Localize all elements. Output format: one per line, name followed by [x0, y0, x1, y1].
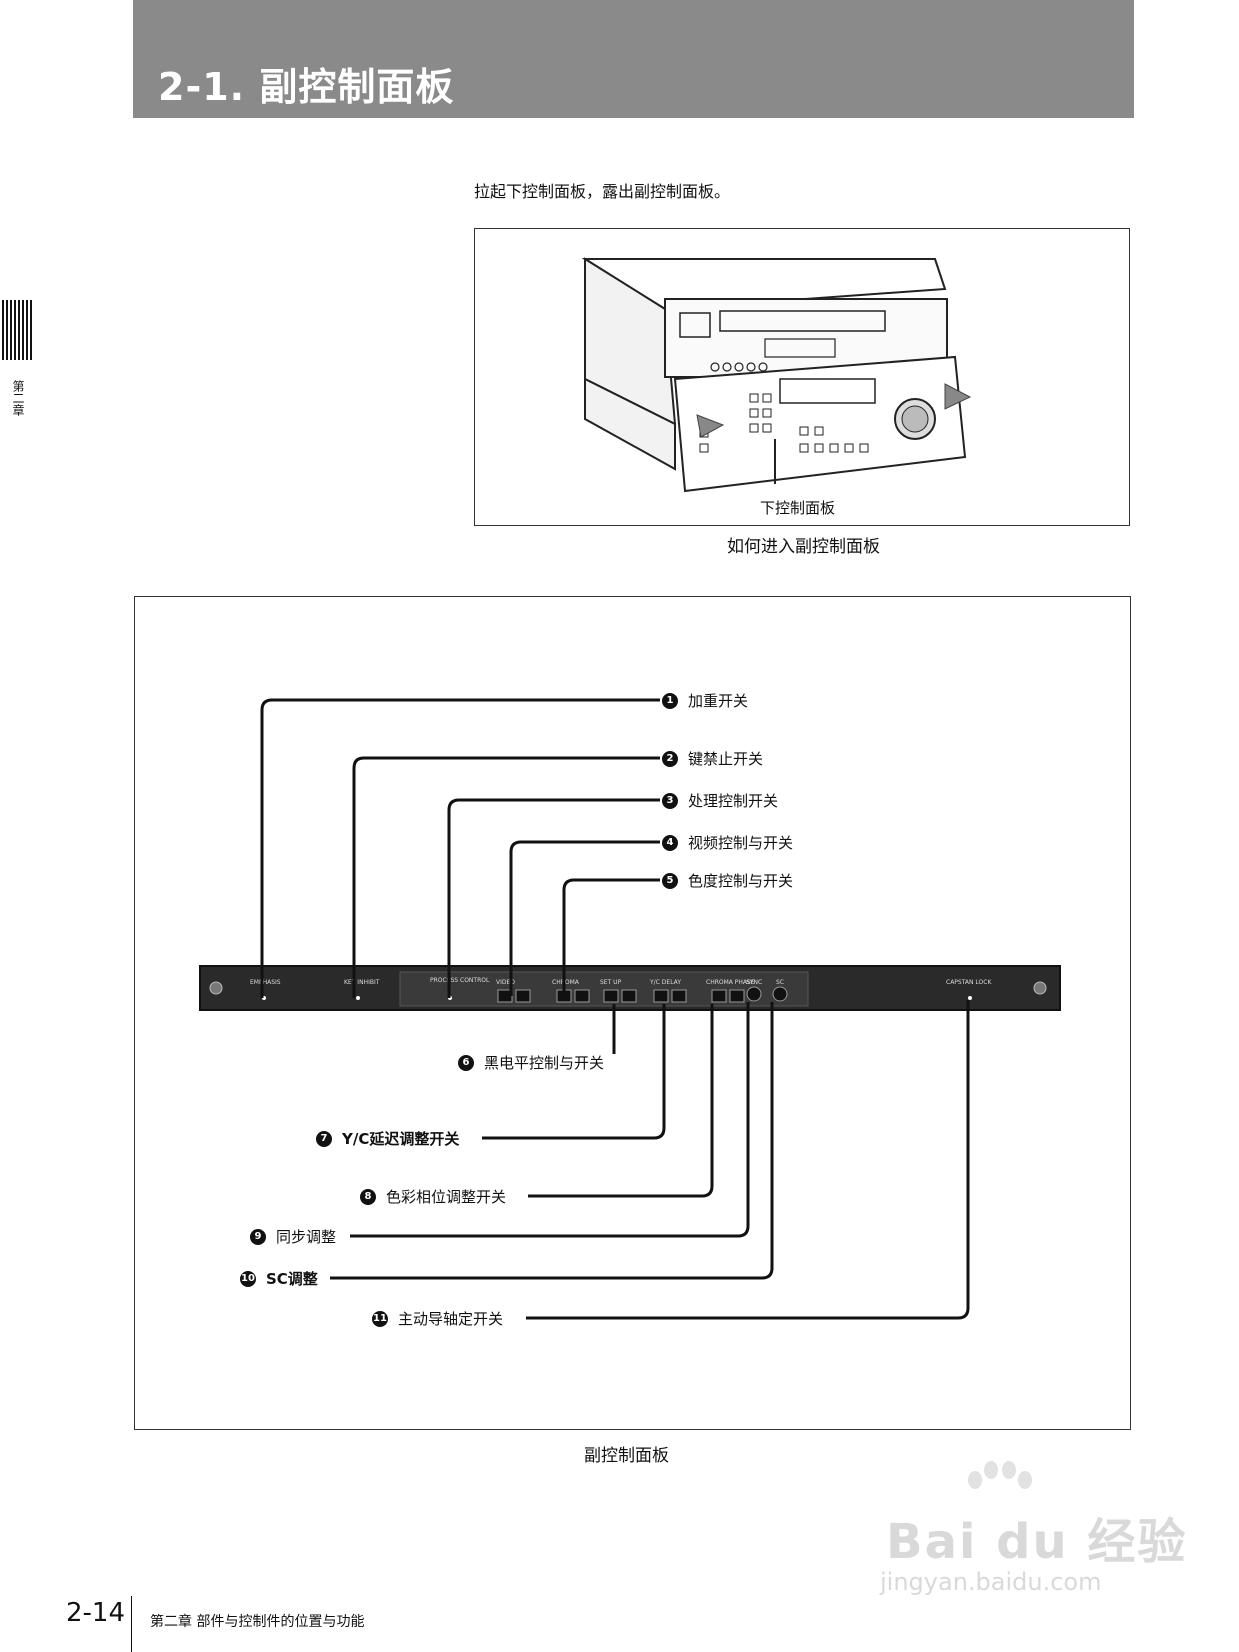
- callout-label-key-inhibit: 键禁止开关: [688, 750, 764, 768]
- panel-label-sc: SC: [776, 979, 784, 986]
- callout-number-7: 7: [316, 1130, 332, 1147]
- intro-text: 拉起下控制面板，露出副控制面板。: [474, 182, 731, 201]
- leader-line-8: [528, 1004, 714, 1198]
- callout-number-11: 11: [372, 1310, 388, 1327]
- page-title: 2-1. 副控制面板: [158, 65, 455, 109]
- right-screw-icon: [1033, 981, 1047, 995]
- callout-1: 1 加重开关: [662, 690, 748, 711]
- leader-line-7: [482, 1004, 666, 1140]
- callout-label-process-control: 处理控制开关: [688, 792, 779, 810]
- panel-label-video: VIDEO: [496, 979, 515, 986]
- leader-line-2: [352, 756, 660, 998]
- callout-6: 6 黑电平控制与开关: [458, 1052, 604, 1073]
- panel-label-chroma: CHROMA: [552, 979, 580, 986]
- sc-knob: [772, 986, 788, 1002]
- side-chapter-label: 第二章: [11, 380, 25, 416]
- panel-label-sync: SYNC: [746, 979, 762, 986]
- panel-label-capstan-lock: CAPSTAN LOCK: [946, 979, 992, 986]
- callout-3: 3 处理控制开关: [662, 790, 778, 811]
- callout-label-sync: 同步调整: [276, 1228, 337, 1246]
- figure1-caption: 如何进入副控制面板: [727, 537, 880, 557]
- callout-number-5: 5: [662, 872, 678, 889]
- callout-number-3: 3: [662, 792, 678, 809]
- callout-label-yc-delay: Y/C延迟调整开关: [342, 1130, 460, 1148]
- leader-line-5: [562, 878, 660, 996]
- watermark-url: jingyan.baidu.com: [880, 1568, 1102, 1596]
- callout-number-4: 4: [662, 834, 678, 851]
- chroma-phase-button-1: [711, 989, 727, 1003]
- figure2-frame: [134, 596, 1131, 1430]
- callout-number-2: 2: [662, 750, 678, 767]
- callout-number-6: 6: [458, 1054, 474, 1071]
- callout-number-10: 10: [240, 1270, 256, 1287]
- leader-line-10: [330, 1002, 774, 1280]
- baidu-paw-icon: [968, 1461, 1032, 1489]
- chroma-phase-button-2: [729, 989, 745, 1003]
- callout-label-video: 视频控制与开关: [688, 834, 794, 852]
- vtr-device-illustration: [581, 257, 972, 493]
- footer-chapter-text: 第二章 部件与控制件的位置与功能: [150, 1614, 365, 1630]
- callout-label-chroma-phase: 色彩相位调整开关: [386, 1188, 507, 1206]
- yc-delay-button-1: [653, 989, 669, 1003]
- callout-5: 5 色度控制与开关: [662, 870, 793, 891]
- callout-11: 11 主动导轴定开关: [372, 1308, 503, 1329]
- callout-label-set-up: 黑电平控制与开关: [484, 1054, 605, 1072]
- callout-number-8: 8: [360, 1188, 376, 1205]
- panel-label-key-inhibit: KEY INHIBIT: [344, 979, 380, 986]
- callout-8: 8 色彩相位调整开关: [360, 1186, 506, 1207]
- leader-line-4: [509, 840, 660, 996]
- header-band: [133, 0, 1134, 118]
- chroma-button-2: [574, 989, 590, 1003]
- panel-label-emphasis: EMPHASIS: [250, 979, 281, 986]
- watermark-logo-text: Bai du 经验: [886, 1514, 1188, 1570]
- callout-10: 10 SC调整: [240, 1268, 318, 1289]
- key-inhibit-switch: [356, 996, 360, 1000]
- footer-divider: [131, 1596, 132, 1652]
- callout-label-sc: SC调整: [266, 1270, 318, 1288]
- callout-4: 4 视频控制与开关: [662, 832, 793, 853]
- page-number: 2-14: [66, 1598, 126, 1628]
- panel-label-yc-delay: Y/C DELAY: [649, 979, 681, 986]
- setup-button-2: [621, 989, 637, 1003]
- leader-line-11: [526, 1000, 970, 1320]
- leader-line-1: [260, 698, 660, 998]
- figure1-frame: [474, 228, 1130, 526]
- panel-label-set-up: SET UP: [600, 979, 622, 986]
- callout-label-capstan-lock: 主动导轴定开关: [398, 1310, 504, 1328]
- callout-label-chroma: 色度控制与开关: [688, 872, 794, 890]
- left-screw-icon: [209, 981, 223, 995]
- panel-label-process-control: PROCESS CONTROL: [430, 977, 490, 984]
- lower-panel-label: 下控制面板: [760, 499, 836, 517]
- setup-button-1: [603, 989, 619, 1003]
- sync-knob: [746, 986, 762, 1002]
- callout-9: 9 同步调整: [250, 1226, 336, 1247]
- callout-label-emphasis: 加重开关: [688, 692, 749, 710]
- capstan-lock-switch: [968, 996, 972, 1000]
- figure2-caption: 副控制面板: [584, 1446, 669, 1466]
- callout-2: 2 键禁止开关: [662, 748, 763, 769]
- video-button-2: [515, 989, 531, 1003]
- callout-number-1: 1: [662, 692, 678, 709]
- chapter-tab-marker: [0, 300, 34, 360]
- leader-line-9: [350, 1002, 750, 1238]
- leader-line-3: [447, 798, 660, 998]
- callout-7: 7 Y/C延迟调整开关: [316, 1128, 459, 1149]
- yc-delay-button-2: [671, 989, 687, 1003]
- callout-number-9: 9: [250, 1228, 266, 1245]
- panel-label-chroma-phase: CHROMA PHASE: [706, 979, 755, 986]
